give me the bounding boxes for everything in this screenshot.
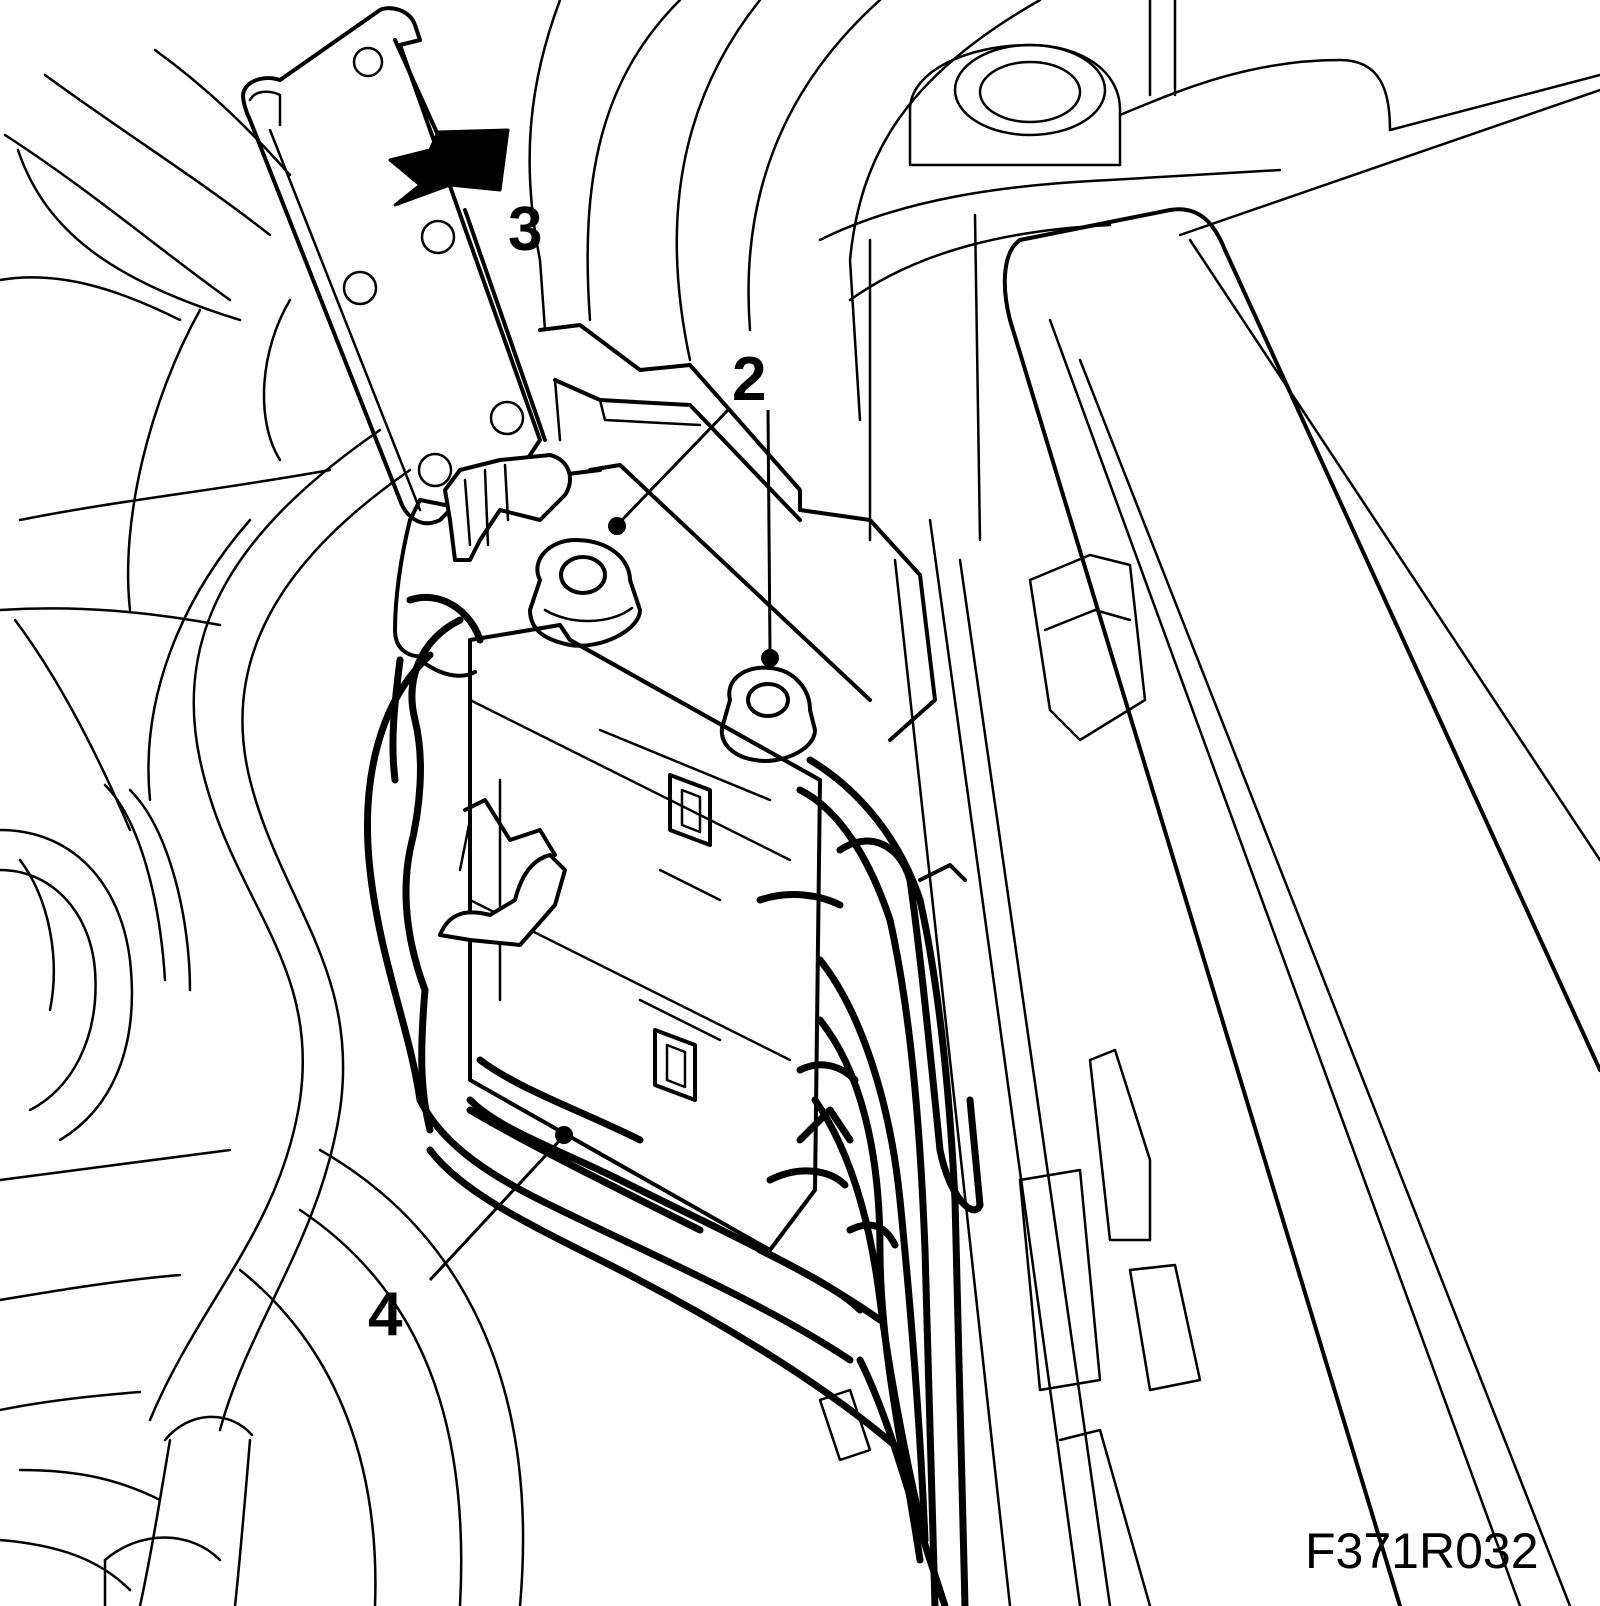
stud-nut-left	[528, 538, 642, 648]
figure-code: F371R032	[1305, 1523, 1539, 1579]
stud-nut-right	[719, 665, 817, 763]
callout-4: 4	[368, 1126, 573, 1349]
connector-housing	[393, 323, 937, 1252]
callout-3: 3	[508, 195, 542, 264]
callout-label-3: 3	[508, 195, 542, 264]
wiring-harness	[364, 593, 984, 1606]
callout-2: 2	[608, 345, 779, 667]
callout-label-4: 4	[368, 1280, 403, 1349]
callout-label-2: 2	[732, 345, 766, 414]
slide-direction-arrow	[388, 38, 547, 442]
locking-tab	[241, 6, 542, 526]
